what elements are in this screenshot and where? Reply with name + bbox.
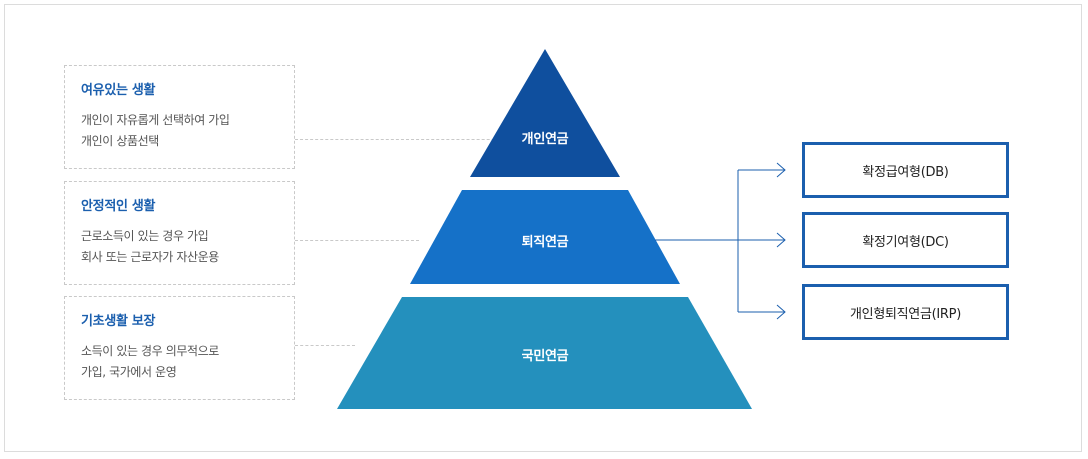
arrow-head-icon (776, 304, 786, 320)
pyramid-tier-personal (470, 49, 620, 177)
info-box-national: 기초생활 보장 소득이 있는 경우 의무적으로 가입, 국가에서 운영 (64, 296, 295, 400)
plan-box-db: 확정급여형(DB) (802, 142, 1009, 198)
tier-label-national: 국민연금 (521, 349, 569, 364)
info-desc-line: 개인이 상품선택 (81, 134, 159, 148)
tier-label-personal: 개인연금 (521, 132, 569, 147)
info-title: 기초생활 보장 (81, 314, 156, 329)
info-box-retirement: 안정적인 생활 근로소득이 있는 경우 가입 회사 또는 근로자가 자산운용 (64, 181, 295, 285)
info-box-personal: 여유있는 생활 개인이 자유롭게 선택하여 가입 개인이 상품선택 (64, 65, 295, 169)
arrow-head-icon (776, 232, 786, 248)
pyramid-tier-national (337, 297, 752, 409)
info-title: 안정적인 생활 (81, 199, 156, 214)
info-desc-line: 가입, 국가에서 운영 (81, 365, 177, 379)
tier-label-retirement: 퇴직연금 (521, 235, 569, 250)
info-desc-line: 소득이 있는 경우 의무적으로 (81, 344, 219, 358)
info-desc-line: 개인이 자유롭게 선택하여 가입 (81, 113, 230, 127)
plan-box-irp: 개인형퇴직연금(IRP) (802, 284, 1009, 340)
arrow-head-icon (776, 162, 786, 178)
info-desc-line: 회사 또는 근로자가 자산운용 (81, 250, 219, 264)
dashed-connector (295, 345, 355, 346)
branch-connector (655, 162, 786, 320)
pyramid-tier-retirement (410, 190, 680, 284)
info-desc-line: 근로소득이 있는 경우 가입 (81, 229, 209, 243)
dashed-connector (295, 139, 525, 140)
dashed-connector (295, 240, 419, 241)
info-title: 여유있는 생활 (81, 83, 156, 98)
plan-box-dc: 확정기여형(DC) (802, 212, 1009, 268)
